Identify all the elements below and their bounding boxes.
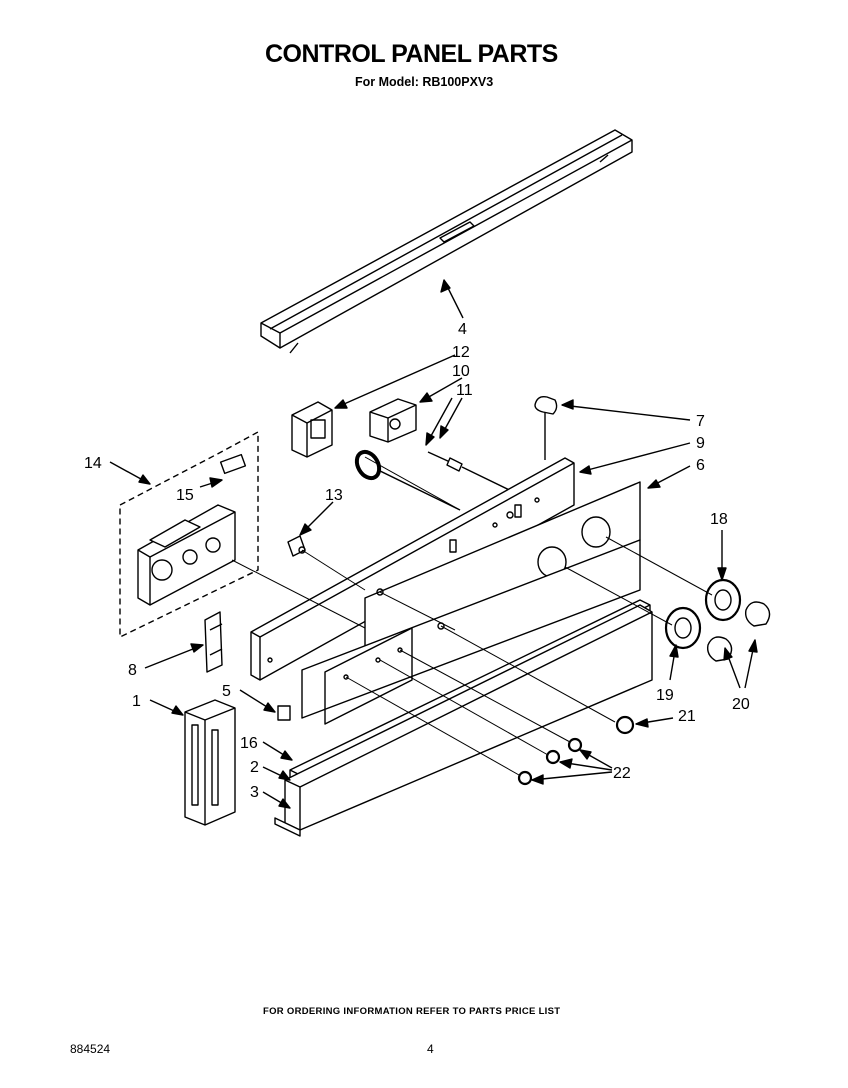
callout-5: 5	[222, 683, 231, 700]
document-number: 884524	[70, 1042, 111, 1056]
callout-21: 21	[678, 708, 696, 725]
page-number: 4	[427, 1042, 434, 1056]
callout-3: 3	[250, 784, 259, 801]
part-clip	[219, 453, 247, 475]
callout-11: 11	[456, 382, 473, 399]
callout-16: 16	[240, 735, 258, 752]
callout-7: 7	[696, 413, 705, 430]
callout-14: 14	[84, 455, 102, 472]
part-end-cap	[184, 699, 236, 826]
callout-13: 13	[325, 487, 343, 504]
callout-9: 9	[696, 435, 705, 452]
callout-2: 2	[250, 759, 259, 776]
callout-1: 1	[132, 693, 141, 710]
part-knobs	[706, 601, 771, 662]
model-subtitle: For Model: RB100PXV3	[355, 75, 494, 89]
part-small-cap	[534, 395, 558, 460]
part-knob-skirt-large	[704, 578, 742, 622]
callout-6: 6	[696, 457, 705, 474]
callout-15: 15	[176, 487, 194, 504]
callout-8: 8	[128, 662, 137, 679]
part-top-trim-strip	[260, 129, 633, 354]
part-lower-panel	[301, 539, 641, 725]
part-base-channel	[274, 604, 653, 837]
part-knob-skirt	[664, 606, 702, 650]
callout-4: 4	[458, 321, 467, 338]
part-ring-harness	[354, 449, 382, 481]
part-switch	[369, 398, 417, 443]
ordering-note: FOR ORDERING INFORMATION REFER TO PARTS …	[263, 1006, 561, 1017]
part-small-block	[277, 705, 291, 721]
callout-12: 12	[452, 344, 470, 361]
part-push-button	[615, 715, 635, 735]
callout-22: 22	[613, 765, 631, 782]
part-switch-block	[291, 401, 333, 458]
callout-19: 19	[656, 687, 674, 704]
part-small-caps	[517, 737, 583, 786]
callout-20: 20	[732, 696, 750, 713]
part-bracket	[204, 611, 223, 673]
callout-18: 18	[710, 511, 728, 528]
page-title: CONTROL PANEL PARTS	[265, 40, 558, 68]
part-bracket-small	[287, 535, 306, 557]
part-timer-assembly	[119, 431, 259, 638]
callout-10: 10	[452, 363, 470, 380]
part-console-panel	[250, 457, 575, 681]
